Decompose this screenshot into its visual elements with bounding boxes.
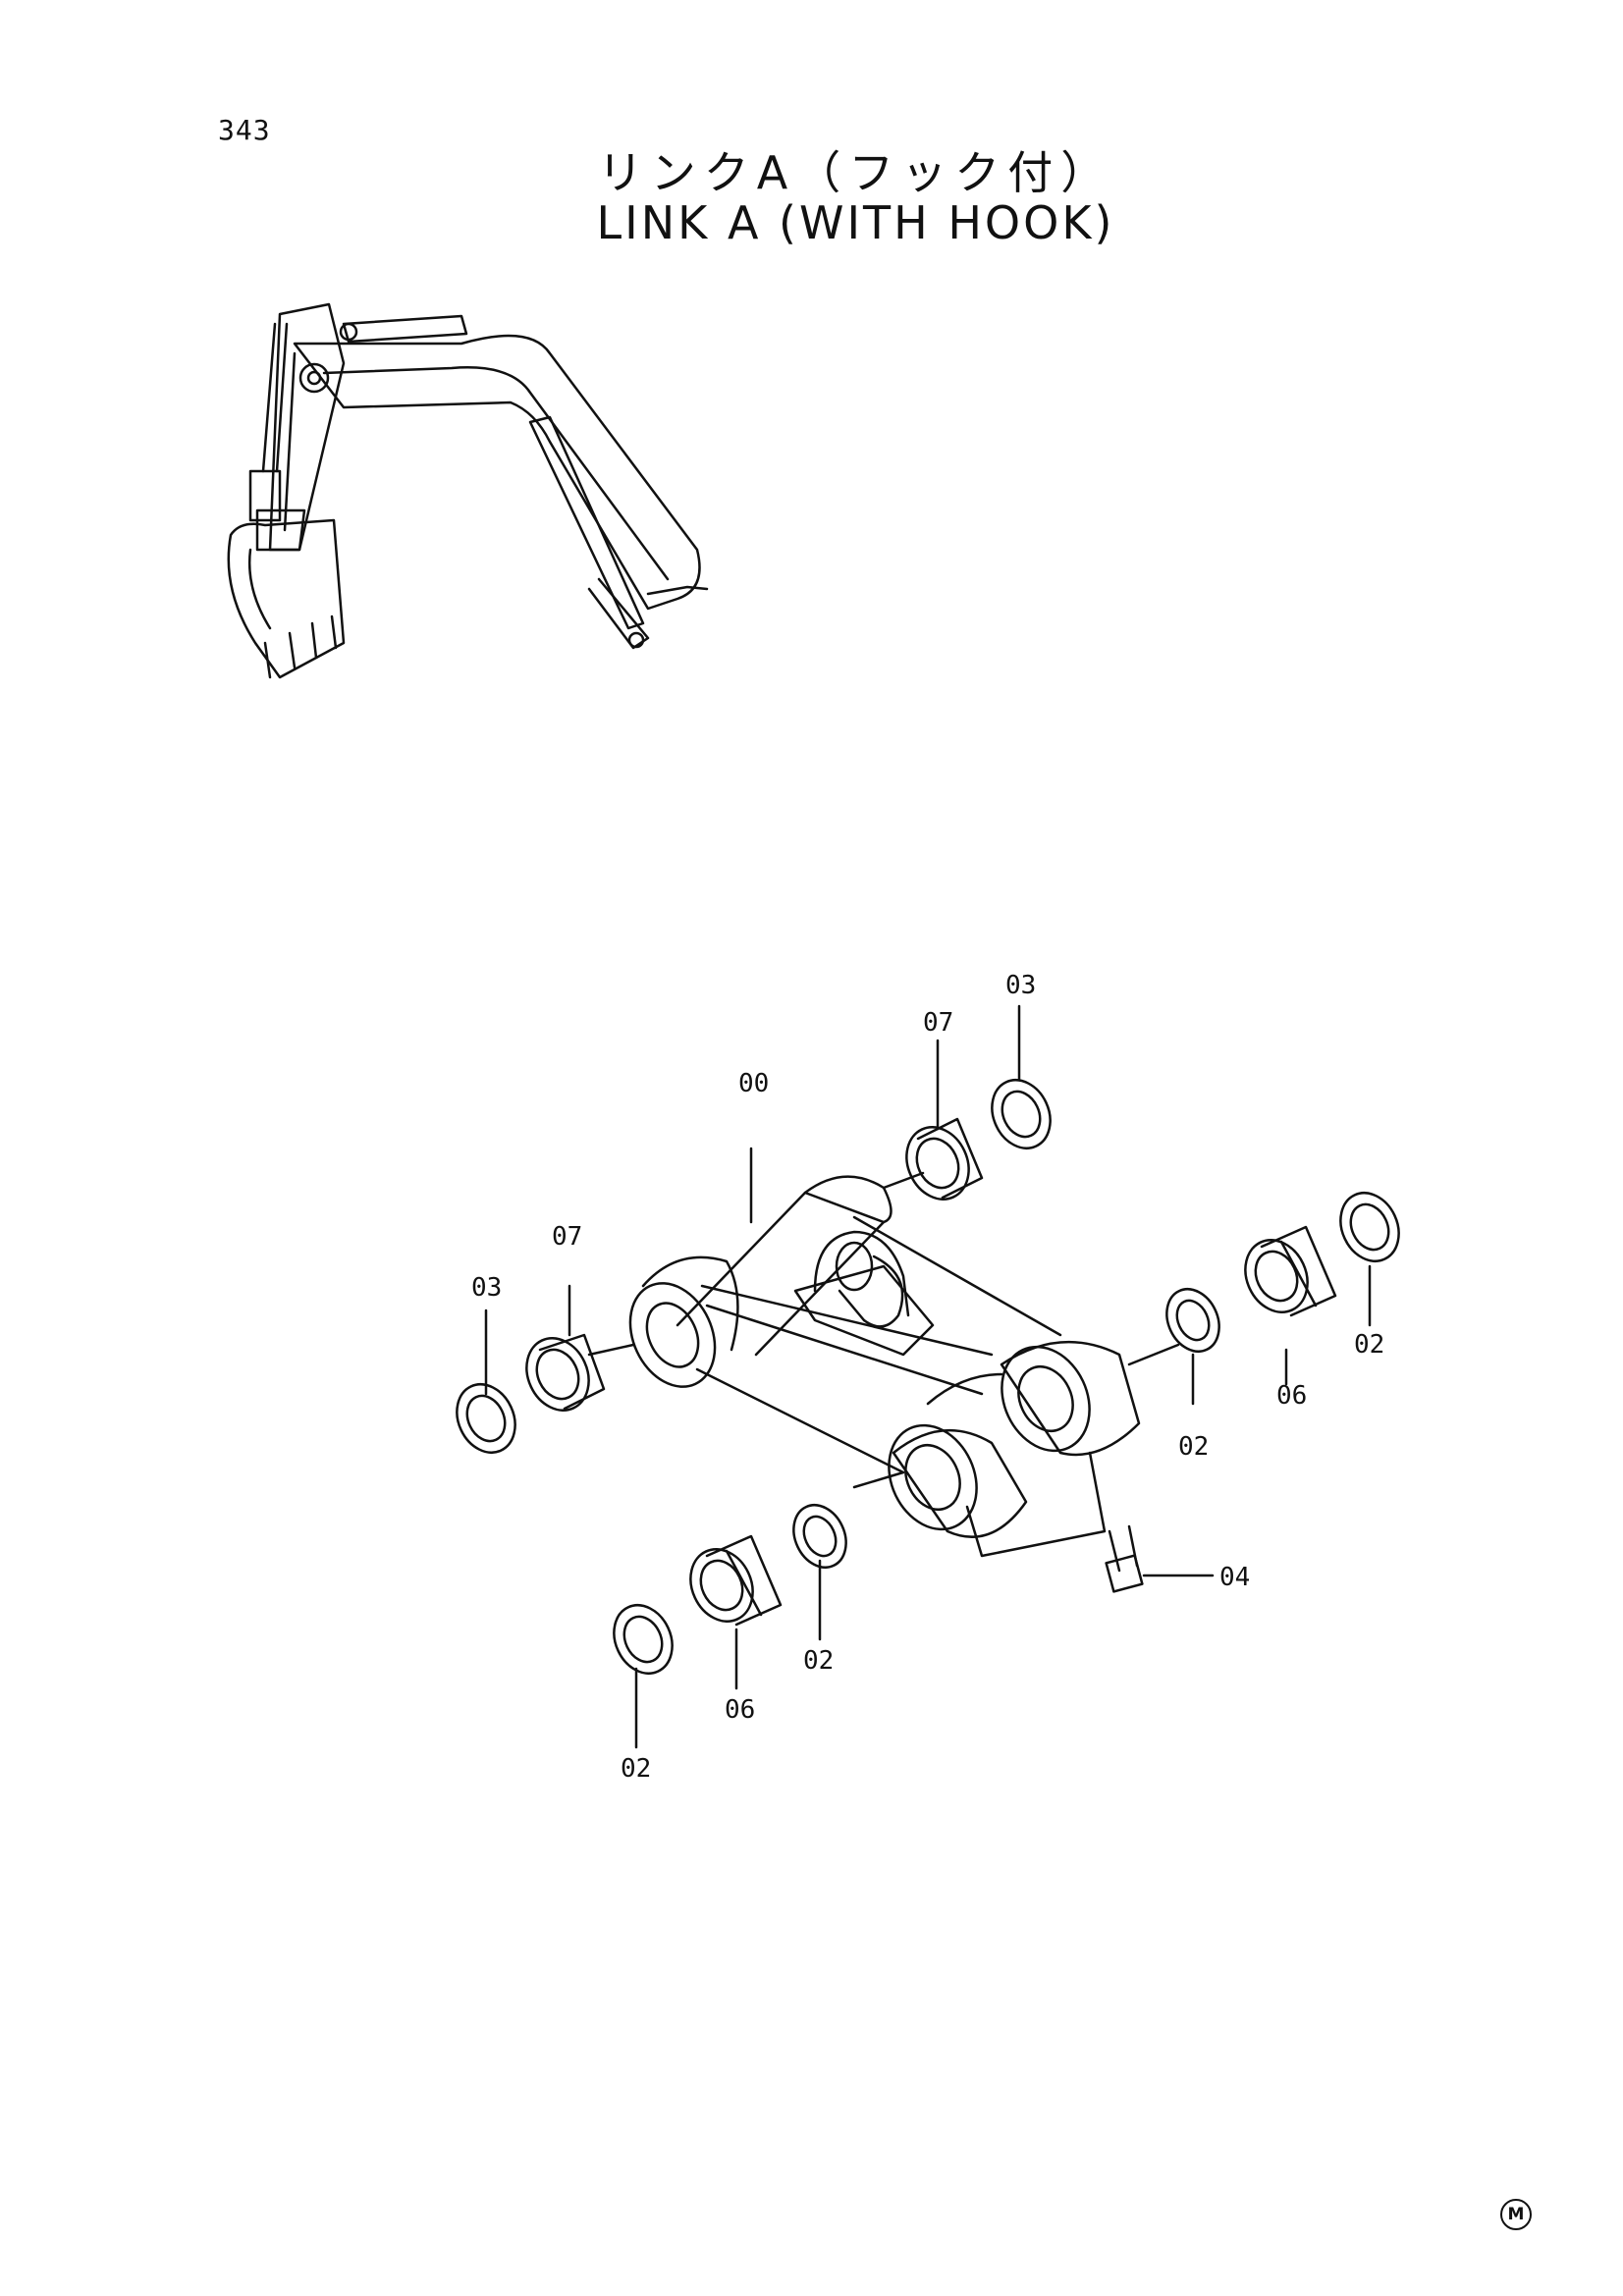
callout-02: 02: [1178, 1432, 1209, 1462]
page-number: 343: [218, 114, 271, 146]
title-english: LINK A (WITH HOOK): [596, 196, 1115, 249]
callout-07: 07: [552, 1222, 582, 1252]
callout-07: 07: [923, 1008, 953, 1038]
callout-06: 06: [725, 1695, 755, 1725]
callout-02: 02: [621, 1754, 651, 1784]
callout-04: 04: [1219, 1563, 1250, 1592]
title-japanese: リンクA（フック付）: [597, 146, 1114, 199]
callout-02: 02: [803, 1646, 834, 1676]
callout-00: 00: [738, 1069, 769, 1098]
callout-03: 03: [1005, 971, 1036, 1000]
callout-06: 06: [1276, 1381, 1307, 1411]
manufacturer-mark: M: [1500, 2199, 1532, 2230]
callout-02: 02: [1354, 1330, 1384, 1360]
callout-03: 03: [471, 1273, 502, 1303]
